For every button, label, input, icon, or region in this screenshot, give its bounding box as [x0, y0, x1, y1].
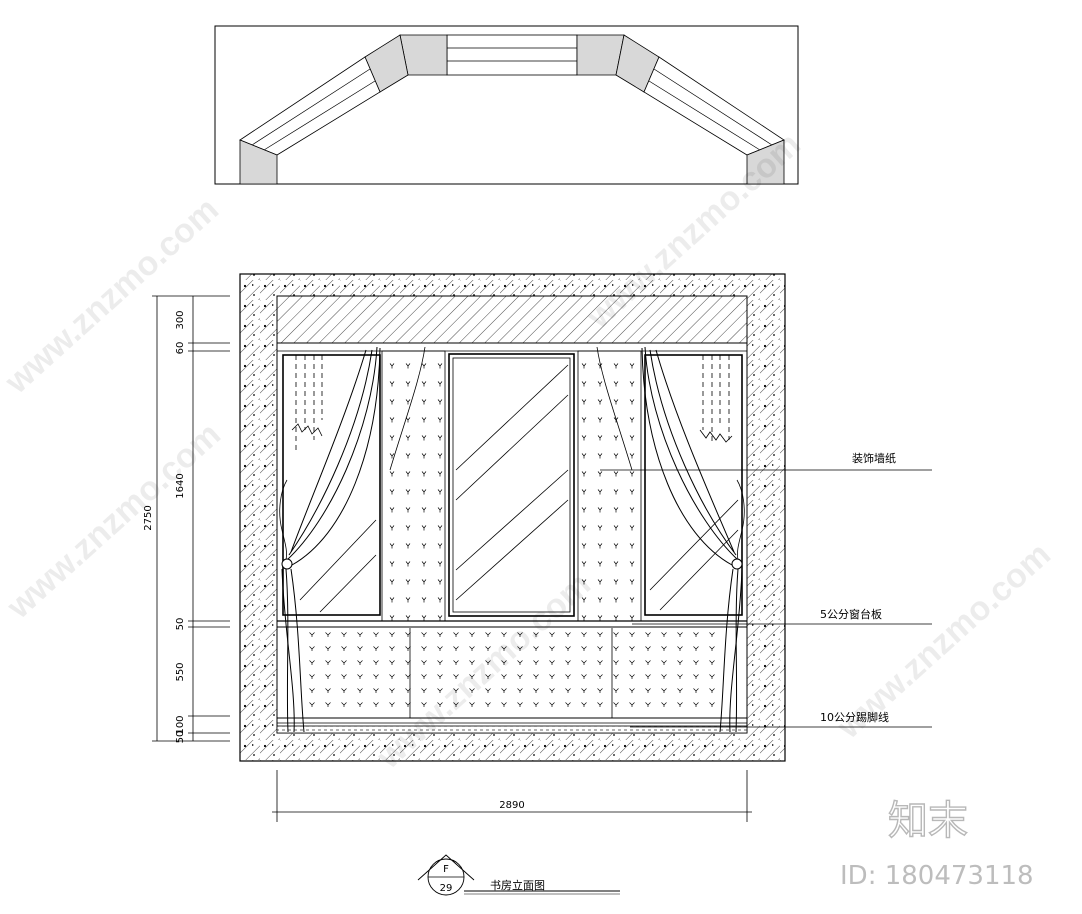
wallpaper-panel-left — [381, 350, 446, 622]
window-seat — [300, 628, 724, 716]
plan-view — [214, 25, 799, 185]
watermark-site-5: www.znzmo.com — [829, 535, 1058, 746]
dim-100: 100 — [175, 715, 186, 734]
annotation-leaders — [600, 469, 932, 728]
dim-1640: 1640 — [175, 473, 186, 498]
wallpaper-panel-right — [577, 350, 642, 622]
watermark-site-3: www.znzmo.com — [0, 415, 228, 626]
label-wallpaper: 装饰墙纸 — [852, 451, 896, 465]
drawing-title: 书房立面图 — [490, 878, 545, 892]
watermark-id: ID: 180473118 — [840, 861, 1034, 891]
dim-50-sill: 50 — [175, 618, 186, 631]
label-skirting: 10公分踢脚线 — [820, 710, 889, 724]
curtain-right — [596, 346, 745, 733]
sheer-curtain — [295, 355, 730, 450]
dim-60: 60 — [175, 342, 186, 355]
height-dimension-texts: 300 60 1640 50 550 100 50 2750 — [143, 310, 186, 743]
label-window-sill: 5公分窗台板 — [820, 607, 882, 621]
dim-550: 550 — [175, 662, 186, 681]
glass-reflection — [299, 364, 739, 613]
dimension-lines — [152, 295, 752, 822]
dim-total-width: 2890 — [499, 800, 524, 811]
dim-50-floor: 50 — [175, 731, 186, 744]
curtain-left — [279, 346, 426, 733]
window-left — [282, 354, 381, 616]
ref-top: F — [443, 864, 449, 875]
watermark-brand: 知末 — [888, 798, 968, 844]
dim-300: 300 — [175, 310, 186, 329]
dim-total-height: 2750 — [143, 505, 154, 530]
elevation-view — [239, 273, 786, 762]
title-block: F 29 书房立面图 — [417, 854, 620, 896]
plan-center-bay — [446, 34, 578, 76]
window-center — [448, 353, 575, 617]
ceiling-soffit — [276, 295, 748, 344]
skirting — [276, 725, 748, 734]
ref-bottom: 29 — [440, 883, 453, 894]
